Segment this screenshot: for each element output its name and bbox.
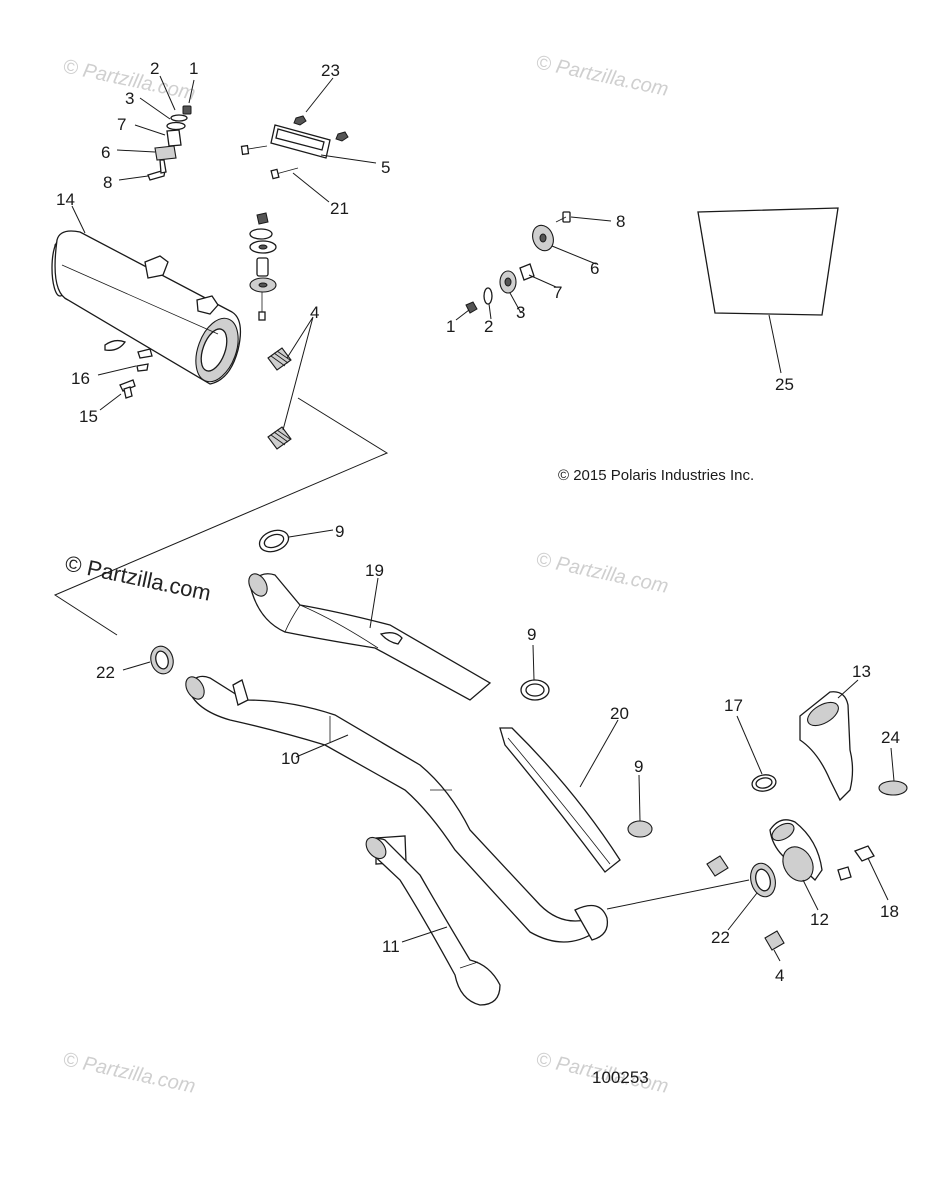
callout-20: 20 [610, 704, 629, 723]
hardware-stack-left[interactable] [147, 105, 192, 181]
callout-1: 1 [189, 59, 198, 78]
callout-1: 1 [446, 317, 455, 336]
callout-23: 23 [321, 61, 340, 80]
clamp-part-9[interactable] [520, 679, 550, 701]
spacer-part-7[interactable] [166, 129, 182, 147]
callout-9: 9 [634, 757, 643, 776]
callout-6: 6 [590, 259, 599, 278]
callout-22: 22 [96, 663, 115, 682]
clip-part-16[interactable] [136, 363, 149, 372]
watermark-prominent: © Partzilla.com [63, 550, 213, 605]
callout-5: 5 [381, 158, 390, 177]
bolt-part-18[interactable] [837, 845, 875, 881]
callout-15: 15 [79, 407, 98, 426]
bolt-part-21[interactable] [240, 144, 299, 180]
washer-part-2[interactable] [170, 114, 188, 122]
callout-7: 7 [553, 283, 562, 302]
callout-12: 12 [810, 910, 829, 929]
diagram-number: 100253 [592, 1068, 649, 1087]
callout-labels: 1 2 3 7 6 8 23 5 21 14 4 16 15 8 6 7 3 2… [56, 59, 900, 1087]
heat-shield-part-20[interactable] [499, 727, 621, 873]
header-pipe-part-10[interactable] [182, 674, 609, 943]
callout-8: 8 [103, 173, 112, 192]
callout-25: 25 [775, 375, 794, 394]
grommet-part-6[interactable] [154, 145, 177, 161]
callout-21: 21 [330, 199, 349, 218]
muffler-part-14[interactable] [51, 230, 246, 388]
pipe-part-19[interactable] [245, 571, 492, 701]
callout-6: 6 [101, 143, 110, 162]
callout-22: 22 [711, 928, 730, 947]
callout-2: 2 [484, 317, 493, 336]
callout-10: 10 [281, 749, 300, 768]
callout-2: 2 [150, 59, 159, 78]
assembly-connector-lines [53, 397, 389, 636]
callout-17: 17 [724, 696, 743, 715]
washer-part-2[interactable] [483, 287, 493, 305]
clamp-part-9[interactable] [627, 820, 653, 838]
callout-11: 11 [382, 937, 400, 956]
callout-8: 8 [616, 212, 625, 231]
callout-14: 14 [56, 190, 75, 209]
elbow-pipe-part-12[interactable] [769, 819, 823, 887]
callout-24: 24 [881, 728, 900, 747]
clamp-part-9[interactable] [256, 526, 291, 555]
gasket-part-17[interactable] [751, 773, 777, 793]
watermark: © Partzilla.com [534, 548, 670, 598]
nut-part-23[interactable] [293, 115, 349, 142]
bolt-part-15[interactable] [119, 379, 136, 399]
callout-9: 9 [527, 625, 536, 644]
spring-part-4[interactable] [267, 347, 292, 450]
callout-7: 7 [117, 115, 126, 134]
callout-9: 9 [335, 522, 344, 541]
clamp-part-24[interactable] [878, 780, 908, 796]
watermark: © Partzilla.com [61, 1048, 197, 1098]
callout-3: 3 [125, 89, 134, 108]
watermark: © Partzilla.com [534, 51, 670, 101]
bracket-part-5[interactable] [270, 124, 331, 159]
spacer-part-7[interactable] [519, 263, 535, 281]
callout-3: 3 [516, 303, 525, 322]
flange-pipe-part-13[interactable] [799, 691, 854, 802]
callout-13: 13 [852, 662, 871, 681]
callout-leaders [71, 75, 895, 962]
mount-hardware-stack[interactable] [249, 212, 277, 321]
callout-19: 19 [365, 561, 384, 580]
spring-part-4[interactable] [706, 855, 785, 951]
callout-4: 4 [775, 966, 784, 985]
nut-part-1[interactable] [182, 105, 192, 115]
callout-18: 18 [880, 902, 899, 921]
callout-16: 16 [71, 369, 90, 388]
label-part-25[interactable] [697, 207, 839, 316]
gasket-part-22[interactable] [747, 860, 779, 899]
gasket-part-22[interactable] [148, 644, 176, 677]
copyright-notice: © 2015 Polaris Industries Inc. [558, 467, 754, 484]
pipe-part-11[interactable] [362, 834, 501, 1006]
bolt-part-8[interactable] [147, 159, 167, 181]
hardware-stack-right[interactable] [465, 211, 571, 314]
callout-4: 4 [310, 303, 319, 322]
bolt-part-8[interactable] [555, 211, 571, 223]
washer-part-3[interactable] [166, 121, 186, 131]
